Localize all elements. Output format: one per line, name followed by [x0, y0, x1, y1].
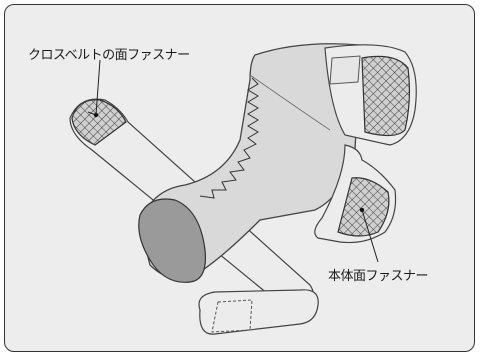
- ankle-garment-body: [138, 43, 361, 283]
- cross-belt-fastener-label: クロスベルトの面ファスナー: [28, 48, 190, 63]
- lower-strap-end: [198, 289, 319, 335]
- side-wing: [314, 144, 397, 244]
- upper-flap-fastener-patch: [361, 55, 411, 137]
- body-fastener-patch: [337, 177, 390, 237]
- cross-belt-leader-line: [95, 59, 101, 116]
- body-fastener-label: 本体面ファスナー: [328, 269, 429, 284]
- ankle-opening: [138, 198, 207, 283]
- body-fastener-leader-line: [361, 209, 379, 263]
- cross-belt-fastener-patch: [71, 99, 127, 146]
- upper-flap: [324, 44, 417, 146]
